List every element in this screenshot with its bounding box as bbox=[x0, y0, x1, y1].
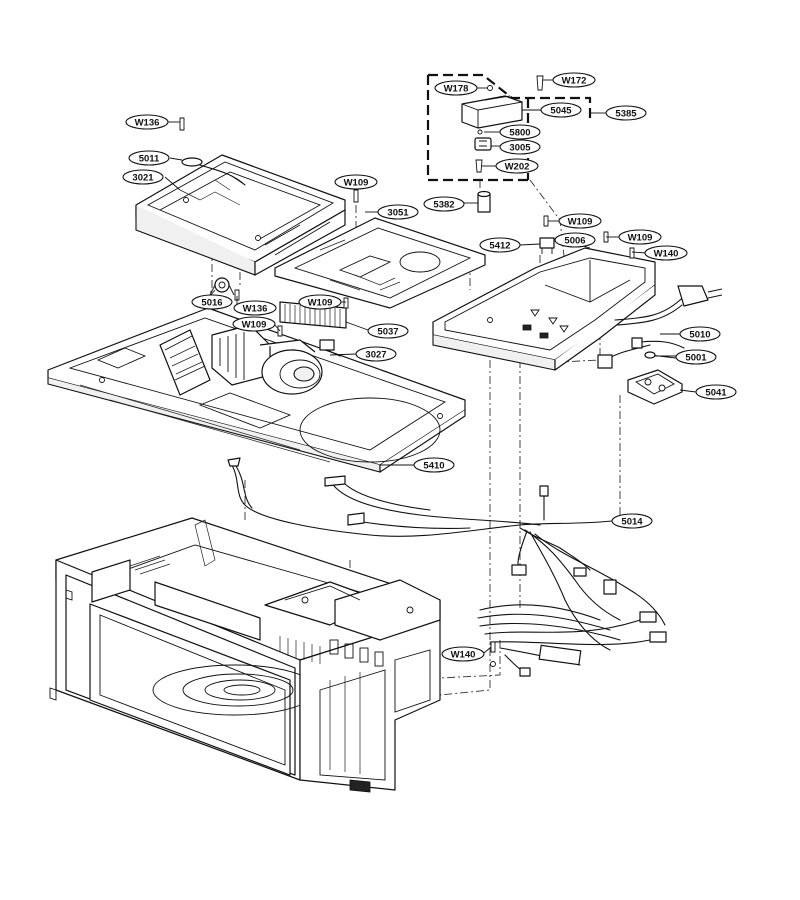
svg-text:W136: W136 bbox=[135, 118, 160, 129]
label-w109-c: W109 bbox=[618, 229, 662, 245]
plate-3051 bbox=[274, 217, 486, 309]
svg-text:5385: 5385 bbox=[615, 109, 637, 120]
label-w109-b: W109 bbox=[558, 213, 602, 229]
svg-text:5412: 5412 bbox=[489, 241, 510, 252]
svg-text:5382: 5382 bbox=[433, 200, 454, 211]
label-3005: 3005 bbox=[499, 139, 541, 155]
svg-text:W109: W109 bbox=[628, 233, 653, 244]
bracket-5045 bbox=[461, 95, 523, 129]
svg-text:5001: 5001 bbox=[685, 353, 707, 364]
label-5014: 5014 bbox=[611, 513, 653, 529]
svg-text:W140: W140 bbox=[654, 249, 679, 260]
label-3051: 3051 bbox=[377, 204, 419, 220]
power-cord-5010 bbox=[597, 285, 723, 369]
svg-text:W109: W109 bbox=[242, 320, 267, 331]
cover-3021 bbox=[135, 154, 346, 276]
svg-text:W109: W109 bbox=[344, 178, 369, 189]
svg-text:3051: 3051 bbox=[387, 208, 409, 219]
label-w202: W202 bbox=[495, 158, 539, 174]
label-5001: 5001 bbox=[675, 349, 717, 365]
svg-text:W140: W140 bbox=[451, 650, 476, 661]
svg-text:W172: W172 bbox=[562, 76, 587, 87]
svg-text:5006: 5006 bbox=[564, 236, 585, 247]
label-5010: 5010 bbox=[679, 326, 721, 342]
base-plate-5410 bbox=[47, 307, 466, 473]
label-5412: 5412 bbox=[479, 237, 521, 253]
svg-text:5016: 5016 bbox=[201, 298, 222, 309]
clip-5412 bbox=[539, 237, 555, 254]
part-5016 bbox=[209, 277, 235, 296]
label-w178: W178 bbox=[434, 80, 478, 96]
label-w136-top: W136 bbox=[125, 114, 169, 130]
tray-5006 bbox=[432, 247, 656, 371]
label-5410: 5410 bbox=[413, 457, 455, 473]
label-5045: 5045 bbox=[540, 102, 582, 118]
label-5385: 5385 bbox=[605, 105, 647, 121]
svg-text:W109: W109 bbox=[308, 298, 333, 309]
label-w109-d: W109 bbox=[298, 294, 342, 310]
screws bbox=[179, 117, 635, 667]
board-5041 bbox=[627, 369, 683, 405]
svg-text:5041: 5041 bbox=[705, 388, 727, 399]
svg-text:5800: 5800 bbox=[509, 128, 530, 139]
oven-cavity bbox=[49, 517, 441, 793]
svg-text:5010: 5010 bbox=[689, 330, 710, 341]
label-5011: 5011 bbox=[128, 150, 170, 166]
label-w140-bottom: W140 bbox=[441, 646, 485, 662]
label-w136-mid: W136 bbox=[233, 300, 277, 316]
label-5800: 5800 bbox=[499, 124, 541, 140]
label-w172: W172 bbox=[552, 72, 596, 88]
svg-text:3027: 3027 bbox=[365, 350, 386, 361]
svg-text:3021: 3021 bbox=[132, 173, 154, 184]
svg-text:5014: 5014 bbox=[621, 517, 643, 528]
label-3027: 3027 bbox=[355, 346, 397, 362]
label-5006: 5006 bbox=[554, 232, 596, 248]
fan-motor-3027 bbox=[211, 324, 341, 395]
label-3021: 3021 bbox=[122, 169, 164, 185]
part-5382 bbox=[477, 190, 491, 213]
part-labels: W172 W178 5045 5385 5800 3005 W202 5382 bbox=[122, 72, 737, 662]
svg-text:5410: 5410 bbox=[423, 461, 444, 472]
label-5041: 5041 bbox=[695, 384, 737, 400]
svg-text:3005: 3005 bbox=[509, 143, 531, 154]
label-5382: 5382 bbox=[423, 196, 465, 212]
air-duct bbox=[159, 329, 211, 396]
label-5016: 5016 bbox=[191, 294, 233, 310]
wire-harness-5014 bbox=[227, 457, 667, 677]
svg-text:W109: W109 bbox=[568, 217, 593, 228]
label-5037: 5037 bbox=[367, 323, 409, 339]
sensor-3005 bbox=[474, 137, 492, 151]
label-w109-e: W109 bbox=[232, 316, 276, 332]
label-w109-a: W109 bbox=[334, 174, 378, 190]
svg-text:W136: W136 bbox=[243, 304, 268, 315]
label-w140-top: W140 bbox=[644, 245, 688, 261]
svg-text:W178: W178 bbox=[444, 84, 469, 95]
svg-text:W202: W202 bbox=[505, 162, 530, 173]
svg-text:5045: 5045 bbox=[550, 106, 572, 117]
part-5001 bbox=[644, 351, 677, 359]
svg-text:5011: 5011 bbox=[139, 154, 160, 165]
svg-text:5037: 5037 bbox=[377, 327, 398, 338]
